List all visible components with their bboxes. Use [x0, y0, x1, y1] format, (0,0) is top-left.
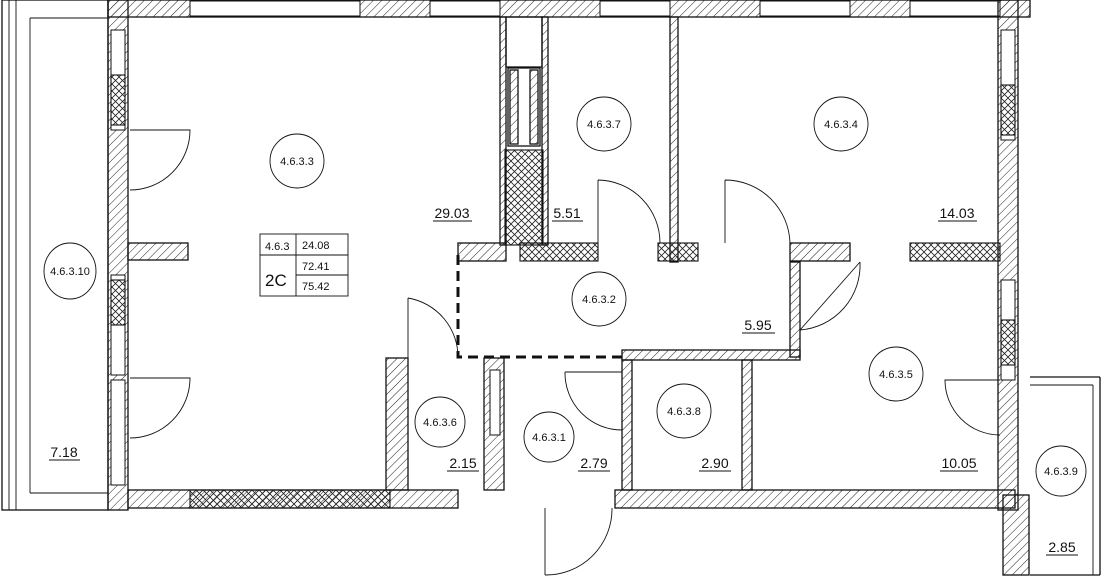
vent-shaft: [505, 16, 543, 147]
room-area-3-10: 7.18: [50, 444, 77, 460]
room-area-3-5: 10.05: [941, 455, 976, 471]
apartment-area-living: 24.08: [302, 240, 330, 252]
balcony-left: [1, 0, 109, 511]
apartment-info-table: 4.6.3 2С 24.08 72.41 75.42: [259, 233, 349, 297]
room-area-3-9: 2.85: [1048, 539, 1075, 555]
wall-37-34: [669, 16, 679, 263]
room-area-3-4: 14.03: [939, 205, 974, 221]
apartment-type: 2С: [265, 271, 287, 290]
apartment-code: 4.6.3: [265, 241, 289, 253]
room-id-3-1: 4.6.3.1: [532, 432, 566, 444]
room-id-3-10: 4.6.3.10: [50, 266, 90, 278]
room-id-3-9: 4.6.3.9: [1044, 466, 1078, 478]
room-area-3-7: 5.51: [553, 205, 580, 221]
walls: [107, 0, 1031, 576]
room-area-3-6: 2.15: [449, 455, 476, 471]
apartment-area-total: 72.41: [302, 261, 330, 273]
room-id-3-8: 4.6.3.8: [667, 406, 701, 418]
apartment-area-with-balcony: 75.42: [302, 281, 330, 293]
room-area-3-2: 5.95: [744, 317, 771, 333]
room-area-3-1: 2.79: [580, 455, 607, 471]
room-id-3-3: 4.6.3.3: [280, 156, 314, 168]
balcony-right: [1030, 376, 1101, 576]
room-id-3-4: 4.6.3.4: [824, 119, 858, 131]
room-labels: 4.6.3.3 29.03 4.6.3.7 5.51 4.6.3.4 14.03…: [43, 96, 1087, 556]
room-id-3-5: 4.6.3.5: [879, 369, 913, 381]
room-area-3-3: 29.03: [434, 205, 469, 221]
wall-stub-left: [127, 242, 189, 261]
room-id-3-7: 4.6.3.7: [587, 119, 621, 131]
doors: [129, 129, 1001, 576]
room-id-3-2: 4.6.3.2: [582, 294, 616, 306]
room-id-3-6: 4.6.3.6: [423, 417, 457, 429]
room-area-3-8: 2.90: [701, 455, 728, 471]
